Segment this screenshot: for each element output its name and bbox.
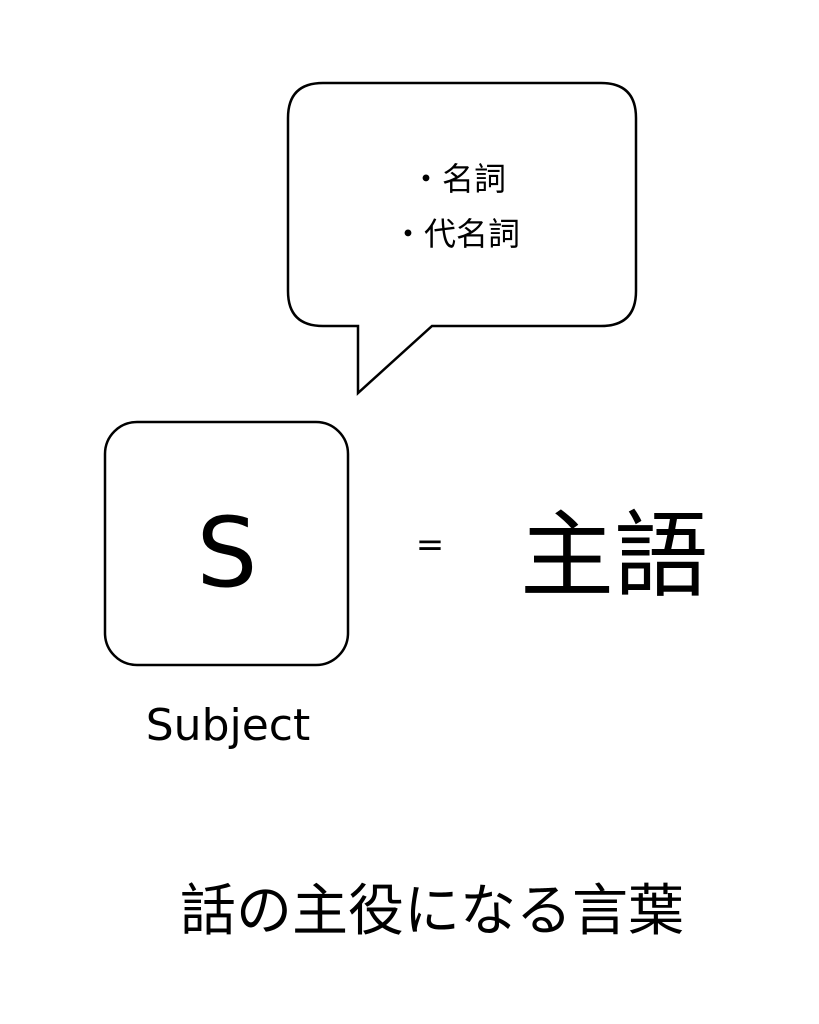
term-label: 主語 bbox=[520, 502, 708, 611]
equals-sign: = bbox=[416, 525, 445, 565]
description: 話の主役になる言葉 bbox=[180, 879, 684, 944]
speech-bubble bbox=[286, 81, 638, 396]
subject-box bbox=[103, 420, 350, 667]
bubble-item-noun: ・名詞 bbox=[410, 160, 506, 198]
bubble-item-pronoun: ・代名詞 bbox=[392, 215, 520, 253]
subject-letter: S bbox=[197, 497, 258, 609]
subject-caption: Subject bbox=[146, 700, 310, 751]
